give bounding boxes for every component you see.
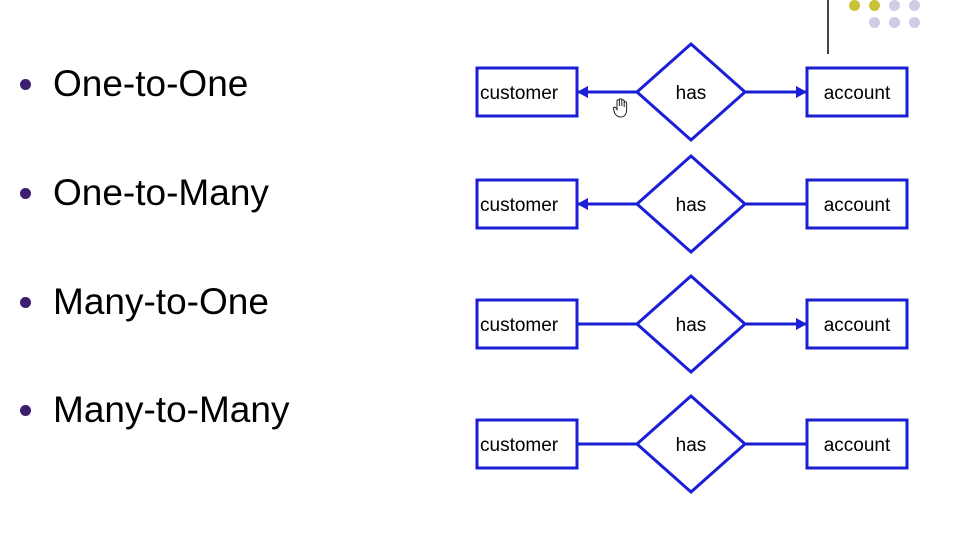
- entity-box-left: [475, 418, 579, 470]
- decorative-dot-icon: [909, 0, 920, 11]
- bullet-dot-icon: [20, 78, 31, 90]
- arrowhead-left-icon: [577, 86, 588, 98]
- relationship-diamond: [634, 153, 748, 255]
- entity-label-right: account: [824, 315, 891, 336]
- entity-label-left: customer: [480, 435, 559, 456]
- relationship-diamond: [634, 273, 748, 375]
- entity-label-left: customer: [480, 315, 559, 336]
- decorative-dot-icon: [869, 17, 880, 28]
- corner-divider-line: [827, 0, 829, 54]
- bullet-text: Many-to-Many: [53, 389, 290, 430]
- bullet-text: One-to-One: [53, 63, 249, 104]
- entity-box-right: [805, 298, 909, 350]
- entity-label-left: customer: [480, 195, 559, 216]
- decorative-dot-icon: [849, 0, 860, 11]
- decorative-dot-icon: [869, 0, 880, 11]
- bullet-text: One-to-Many: [53, 172, 269, 213]
- bullet-item: One-to-One: [20, 59, 248, 109]
- entity-box-right: [805, 66, 909, 118]
- entity-box-right: [805, 178, 909, 230]
- bullet-dot-icon: [20, 404, 31, 416]
- relationship-diamond: [634, 393, 748, 495]
- bullet-list: One-to-One One-to-Many Many-to-One Many-…: [0, 0, 440, 541]
- decorative-dot-icon: [889, 17, 900, 28]
- relationship-label: has: [676, 435, 707, 456]
- bullet-item: One-to-Many: [20, 168, 269, 218]
- bullet-item: Many-to-Many: [20, 385, 289, 435]
- bullet-item: Many-to-One: [20, 277, 269, 327]
- entity-box-left: [475, 178, 579, 230]
- entity-box-left: [475, 298, 579, 350]
- entity-label-right: account: [824, 435, 891, 456]
- arrowhead-right-icon: [796, 318, 807, 330]
- bullet-dot-icon: [20, 296, 31, 308]
- bullet-dot-icon: [20, 187, 31, 199]
- relationship-label: has: [676, 315, 707, 336]
- entity-label-right: account: [824, 83, 891, 104]
- decorative-dot-icon: [909, 17, 920, 28]
- arrowhead-right-icon: [796, 86, 807, 98]
- entity-box-left: [475, 66, 579, 118]
- relationship-label: has: [676, 83, 707, 104]
- relationship-label: has: [676, 195, 707, 216]
- entity-label-right: account: [824, 195, 891, 216]
- hand-cursor-icon: [612, 98, 628, 118]
- arrowhead-left-icon: [577, 198, 588, 210]
- relationship-diamond: [634, 41, 748, 143]
- decorative-dot-icon: [889, 0, 900, 11]
- entity-box-right: [805, 418, 909, 470]
- entity-label-left: customer: [480, 83, 559, 104]
- bullet-text: Many-to-One: [53, 281, 269, 322]
